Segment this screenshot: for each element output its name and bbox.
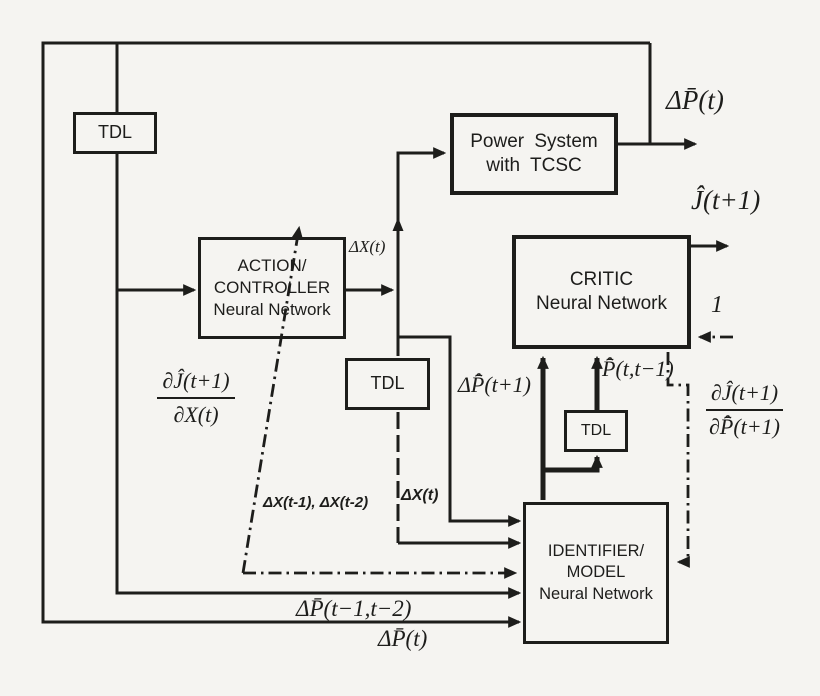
frac-left-numerator: ∂Ĵ(t+1): [157, 368, 235, 399]
label-dp-hat-t1: ΔP̄̂(t+1): [458, 372, 531, 397]
frac-right-denominator: ∂P̄̂(t+1): [709, 414, 780, 439]
tdl-mid-label: TDL: [370, 373, 405, 394]
action-line3: Neural Network: [213, 299, 331, 319]
label-dx-delayed: ΔX(t-1), ΔX(t-2): [263, 494, 369, 511]
wire-djdp-into-identifier: [666, 352, 690, 568]
wire-branch-to-tdl-small: [543, 454, 603, 473]
identifier-line1: IDENTIFIER/: [547, 542, 645, 561]
label-dx-t-top: ΔX(t): [349, 237, 386, 256]
label-dx-t-mid: ΔX(t): [401, 487, 439, 504]
critic-line2: Neural Network: [536, 293, 667, 314]
label-dp-delayed: ΔP̄(t−1,t−2): [296, 596, 412, 621]
tdl-left-label: TDL: [97, 122, 132, 143]
label-j-output: Ĵ(t+1): [691, 185, 761, 215]
up-arrowhead: [392, 217, 404, 231]
tdl-small-label: TDL: [580, 421, 612, 439]
action-line2: CONTROLLER: [213, 278, 331, 298]
identifier-line3: Neural Network: [539, 584, 653, 603]
label-p-hat-tt1: P̄̂(t,t−1): [602, 356, 674, 381]
label-frac-dj-dp: ∂Ĵ(t+1) ∂P̄̂(t+1): [697, 380, 792, 440]
label-dp-output: ΔP̄(t): [666, 85, 724, 115]
frac-left-denominator: ∂X(t): [173, 402, 219, 427]
power-system-box: Power System with TCSC: [450, 113, 618, 195]
frac-right-numerator: ∂Ĵ(t+1): [705, 380, 784, 411]
action-controller-box: ACTION/ CONTROLLER Neural Network: [198, 237, 346, 339]
label-frac-dj-dx: ∂Ĵ(t+1) ∂X(t): [146, 368, 246, 428]
identifier-line2: MODEL: [566, 563, 626, 582]
power-line1: Power System: [470, 130, 598, 152]
label-dp-t-bottom: ΔP̄(t): [378, 626, 428, 651]
wire-dx-to-power: [396, 147, 447, 292]
critic-box: CRITIC Neural Network: [512, 235, 691, 349]
label-one: 1: [711, 292, 723, 318]
identifier-model-box: IDENTIFIER/ MODEL Neural Network: [523, 502, 669, 644]
tdl-left-box: TDL: [73, 112, 157, 154]
critic-line1: CRITIC: [569, 268, 634, 290]
action-line1: ACTION/: [237, 256, 307, 276]
tdl-small-box: TDL: [564, 410, 628, 452]
tdl-mid-box: TDL: [345, 358, 430, 410]
power-line2: with TCSC: [486, 155, 582, 176]
